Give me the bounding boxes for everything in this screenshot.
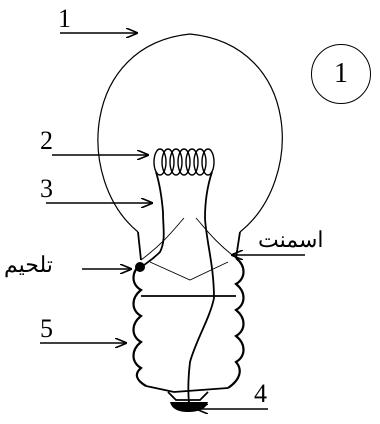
foot-contact: [170, 402, 208, 412]
figure-number: 1: [334, 58, 348, 89]
label-solder: تلحيم: [4, 252, 53, 277]
base-thread-left: [132, 263, 147, 387]
glass-bulb: [97, 33, 283, 233]
filament-coil: [153, 148, 215, 176]
lead-wire-right: [187, 171, 215, 405]
base-insulator: [145, 385, 229, 401]
bulb-neck: [137, 231, 241, 261]
label-3: 3: [40, 174, 53, 203]
label-1: 1: [58, 4, 71, 33]
glass-stem: [140, 217, 237, 281]
label-cement: اسمنت: [258, 227, 324, 252]
label-5: 5: [40, 314, 53, 343]
base-thread-right: [227, 257, 245, 389]
figure-number-badge: 1: [311, 44, 371, 104]
lead-wire-left: [140, 171, 165, 269]
label-4: 4: [254, 379, 267, 408]
solder-point: [135, 262, 145, 272]
label-2: 2: [40, 126, 53, 155]
